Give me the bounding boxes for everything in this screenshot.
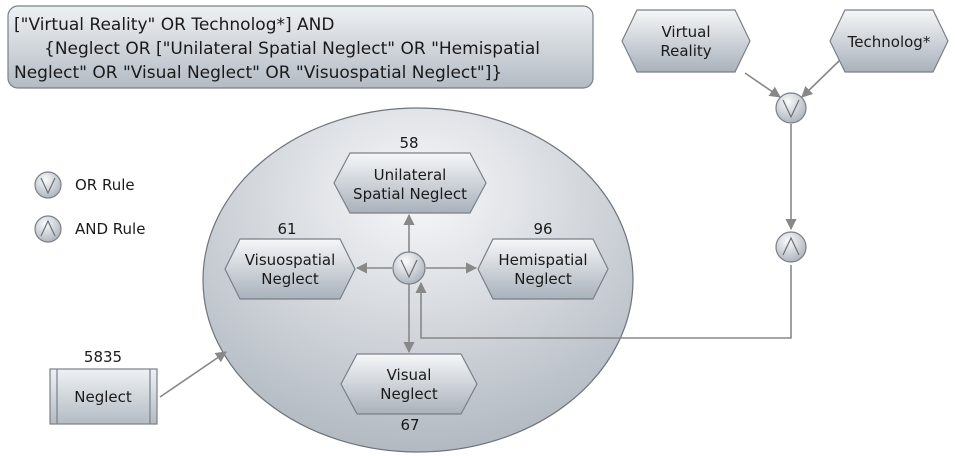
- neglect-count: 5835: [84, 348, 122, 366]
- unilateral-count: 58: [399, 134, 418, 152]
- term-neglect: 5835 Neglect: [49, 348, 158, 425]
- visuospatial-line2: Neglect: [261, 270, 319, 288]
- or-glyph-icon: [400, 259, 418, 279]
- query-line-3: Neglect" OR "Visual Neglect" OR "Visuosp…: [14, 63, 502, 83]
- query-line-1: ["Virtual Reality" OR Technolog*] AND: [14, 15, 334, 35]
- connector-and-to-center-or: [415, 265, 792, 339]
- unilateral-line2: Spatial Neglect: [353, 185, 467, 203]
- connector-neglect-to-group: [159, 351, 227, 398]
- connector-tech-to-or: [801, 59, 841, 98]
- virtual-reality-line2: Reality: [660, 42, 711, 60]
- and-rule-node: [775, 231, 807, 263]
- term-unilateral-spatial-neglect: 58 Unilateral Spatial Neglect: [333, 134, 487, 214]
- term-virtual-reality: Virtual Reality: [621, 9, 751, 73]
- technolog-label: Technolog*: [847, 33, 931, 51]
- term-hemispatial-neglect: 96 Hemispatial Neglect: [477, 220, 609, 300]
- legend: OR Rule AND Rule: [34, 171, 145, 243]
- visual-line2: Neglect: [380, 385, 438, 403]
- connector-vr-to-or: [744, 72, 781, 98]
- or-rule-node-top: [775, 92, 807, 124]
- visual-line1: Visual: [387, 366, 432, 384]
- visual-count: 67: [400, 416, 419, 434]
- unilateral-line1: Unilateral: [374, 166, 447, 184]
- and-glyph-icon: [782, 236, 800, 256]
- hemispatial-line1: Hemispatial: [498, 251, 587, 269]
- neglect-label: Neglect: [74, 388, 132, 406]
- legend-or-label: OR Rule: [75, 176, 135, 194]
- query-box: ["Virtual Reality" OR Technolog*] AND {N…: [7, 5, 594, 89]
- term-visual-neglect: Visual Neglect 67: [340, 353, 478, 434]
- visuospatial-line1: Visuospatial: [245, 251, 336, 269]
- legend-and-label: AND Rule: [75, 220, 145, 238]
- hemispatial-count: 96: [533, 220, 552, 238]
- hemispatial-line2: Neglect: [514, 270, 572, 288]
- term-visuospatial-neglect: 61 Visuospatial Neglect: [224, 220, 356, 300]
- term-technolog: Technolog*: [829, 9, 949, 73]
- or-rule-node-center: [392, 251, 426, 285]
- visuospatial-count: 61: [277, 220, 296, 238]
- query-line-2: {Neglect OR ["Unilateral Spatial Neglect…: [44, 39, 540, 59]
- virtual-reality-line1: Virtual: [661, 23, 710, 41]
- or-glyph-icon: [782, 99, 800, 119]
